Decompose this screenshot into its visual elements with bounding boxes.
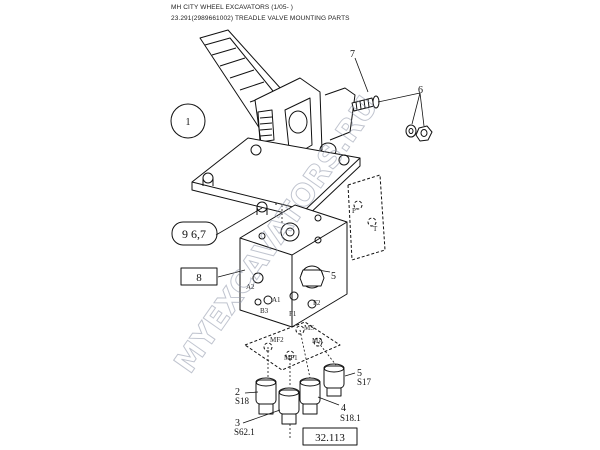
port-label-mf1: MF1	[284, 354, 298, 362]
port-face-bottom	[244, 321, 341, 371]
reference-circle	[170, 103, 206, 139]
sensor-label-s18: S18	[235, 396, 250, 406]
port-label-ma: MA	[312, 337, 323, 345]
bolt-and-washers	[351, 95, 433, 142]
callout-32113-box	[302, 427, 358, 446]
port-label-f2: F2	[313, 299, 321, 307]
port-label-a2: A2	[246, 283, 255, 291]
callout-7-label: 7	[350, 49, 355, 60]
sensor-label-s62-1: S62.1	[234, 427, 255, 437]
reference-circle-label: 1	[186, 117, 191, 128]
port-label-a1: A1	[272, 296, 281, 304]
callout-8-label: 8	[196, 272, 202, 284]
callout-967-label: 9 6,7	[182, 227, 206, 241]
leader-lines	[267, 205, 337, 438]
callout-8-box	[180, 267, 218, 286]
callout-6-label: 6	[418, 85, 423, 96]
catalog-title: MH CITY WHEEL EXCAVATORS (1/05- )	[171, 4, 294, 11]
port-label-mf2: MF2	[270, 336, 284, 344]
sensor-label-s17: S17	[357, 377, 372, 387]
pressure-sensor-s18-1	[299, 377, 321, 415]
port-label-t: T	[373, 225, 378, 233]
sensor-label-s18-1: S18.1	[340, 413, 361, 423]
port-label-f1: F1	[289, 310, 297, 318]
catalog-subtitle: 23.291(2989661002) TREADLE VALVE MOUNTIN…	[171, 15, 350, 22]
callout-967-box	[171, 221, 218, 246]
callout-5-bottom-label: 5	[357, 368, 362, 379]
callout-2-label: 2	[235, 387, 240, 398]
port-label-p: P	[352, 207, 356, 215]
valve-block	[239, 204, 348, 328]
pressure-sensor-s17	[323, 363, 345, 397]
mounting-plate	[191, 137, 361, 219]
pressure-sensor-s62-1	[278, 387, 300, 425]
callout-leaders	[215, 57, 425, 424]
port-label-b3: B3	[260, 307, 269, 315]
callout-32113-label: 32.113	[315, 432, 345, 444]
callout-4-label: 4	[341, 403, 346, 414]
port-face-pt	[347, 174, 386, 261]
port-label-ms: MS	[304, 324, 314, 332]
pressure-sensor-s18	[255, 377, 277, 415]
callout-5-top-label: 5	[331, 271, 336, 282]
callout-3-label: 3	[235, 418, 240, 429]
